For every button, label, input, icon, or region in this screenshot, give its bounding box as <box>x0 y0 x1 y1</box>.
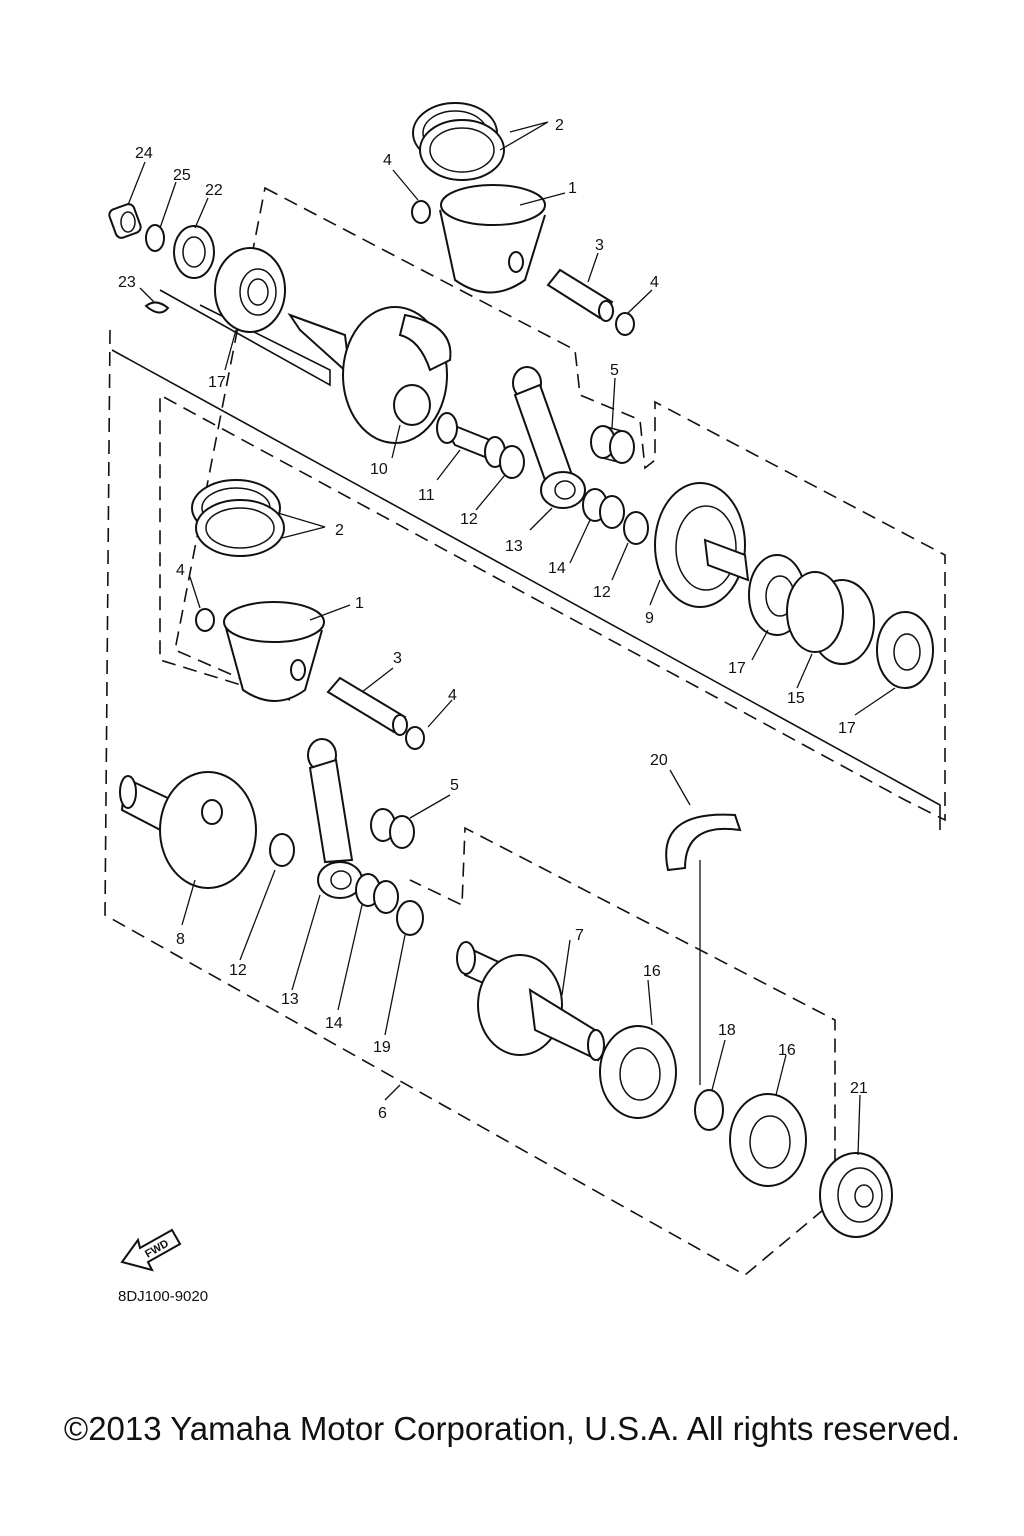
connecting-rod-lower <box>307 738 363 899</box>
washer-12-upper-a <box>499 445 525 479</box>
callout-14: 14 <box>325 1015 343 1032</box>
clip-lower-a <box>195 608 215 632</box>
callout-10: 10 <box>370 461 388 478</box>
clip-upper-a <box>411 200 431 224</box>
washer-19 <box>396 900 424 936</box>
key-23 <box>144 301 170 314</box>
callout-16: 16 <box>778 1042 796 1059</box>
callout-5: 5 <box>610 362 619 379</box>
forward-direction-arrow: FWD <box>120 1228 182 1272</box>
callout-1: 1 <box>568 180 577 197</box>
callout-22: 22 <box>205 182 223 199</box>
callout-13: 13 <box>281 991 299 1008</box>
callout-5: 5 <box>450 777 459 794</box>
crank-axis-line-upper <box>111 349 941 830</box>
connecting-rod-upper <box>512 366 586 509</box>
callout-4: 4 <box>448 687 457 704</box>
callout-11: 11 <box>418 487 435 504</box>
crankshaft-end-7 <box>456 941 605 1062</box>
half-ring-20 <box>665 813 742 872</box>
callout-20: 20 <box>650 752 668 769</box>
needle-bearing-14-upper <box>582 488 625 529</box>
leader-lines <box>127 121 896 1156</box>
callout-25: 25 <box>173 167 191 184</box>
needle-bearing-5-upper <box>590 425 635 464</box>
callout-numbers: 2 24 4 25 22 1 3 23 4 17 5 10 11 12 2 13… <box>118 117 868 1122</box>
callout-17: 17 <box>838 720 856 737</box>
callout-12: 12 <box>593 584 611 601</box>
washer-18 <box>694 1089 724 1131</box>
callout-1: 1 <box>355 595 364 612</box>
bearing-17-left <box>214 247 286 333</box>
piston-lower <box>223 601 325 702</box>
crank-web-9 <box>654 482 750 608</box>
callout-3: 3 <box>595 237 604 254</box>
callout-17: 17 <box>728 660 746 677</box>
washer-12-lower <box>269 833 295 867</box>
callout-14: 14 <box>548 560 566 577</box>
crank-axis-line-mid <box>159 289 331 387</box>
callout-19: 19 <box>373 1039 391 1056</box>
bearing-16-a <box>599 1025 677 1119</box>
callout-24: 24 <box>135 145 153 162</box>
piston-upper <box>439 184 546 294</box>
callout-15: 15 <box>787 690 805 707</box>
callout-12: 12 <box>460 511 478 528</box>
callout-2: 2 <box>335 522 344 539</box>
crank-assembly-outline-6 <box>104 329 836 1276</box>
bearing-16-b <box>729 1093 807 1187</box>
callout-23: 23 <box>118 274 136 291</box>
callout-18: 18 <box>718 1022 736 1039</box>
crank-web-10 <box>287 306 452 444</box>
copyright-notice: ©2013 Yamaha Motor Corporation, U.S.A. A… <box>63 1410 961 1447</box>
oil-seal-22 <box>173 225 215 279</box>
oil-seal-21 <box>819 1152 893 1238</box>
piston-pin-lower <box>326 676 408 736</box>
callout-6: 6 <box>378 1105 387 1122</box>
callout-2: 2 <box>555 117 564 134</box>
gear-15 <box>786 571 875 665</box>
needle-bearing-14-lower <box>355 873 399 914</box>
crank-pin-11 <box>436 412 508 468</box>
callout-9: 9 <box>645 610 654 627</box>
piston-rings-upper <box>412 102 505 181</box>
bearing-17-right <box>876 611 934 689</box>
callout-7: 7 <box>575 927 584 944</box>
needle-bearing-5-lower <box>370 808 415 849</box>
callout-13: 13 <box>505 538 523 555</box>
washer-25 <box>145 224 165 252</box>
clip-upper-b <box>615 312 635 336</box>
crankshaft-piston-exploded-diagram: FWD <box>104 102 946 1276</box>
callout-4: 4 <box>650 274 659 291</box>
callout-3: 3 <box>393 650 402 667</box>
callout-12: 12 <box>229 962 247 979</box>
callout-4: 4 <box>176 562 185 579</box>
callout-16: 16 <box>643 963 661 980</box>
nut-24 <box>108 203 142 239</box>
piston-rings-lower <box>191 479 285 557</box>
crank-web-8 <box>119 771 257 889</box>
callout-4: 4 <box>383 152 392 169</box>
callout-17: 17 <box>208 374 226 391</box>
piston-pin-upper <box>546 268 614 322</box>
diagram-code: 8DJ100-9020 <box>118 1288 209 1305</box>
callout-8: 8 <box>176 931 185 948</box>
clip-lower-b <box>405 726 425 750</box>
callout-21: 21 <box>850 1080 868 1097</box>
washer-12-upper-b <box>623 511 649 545</box>
